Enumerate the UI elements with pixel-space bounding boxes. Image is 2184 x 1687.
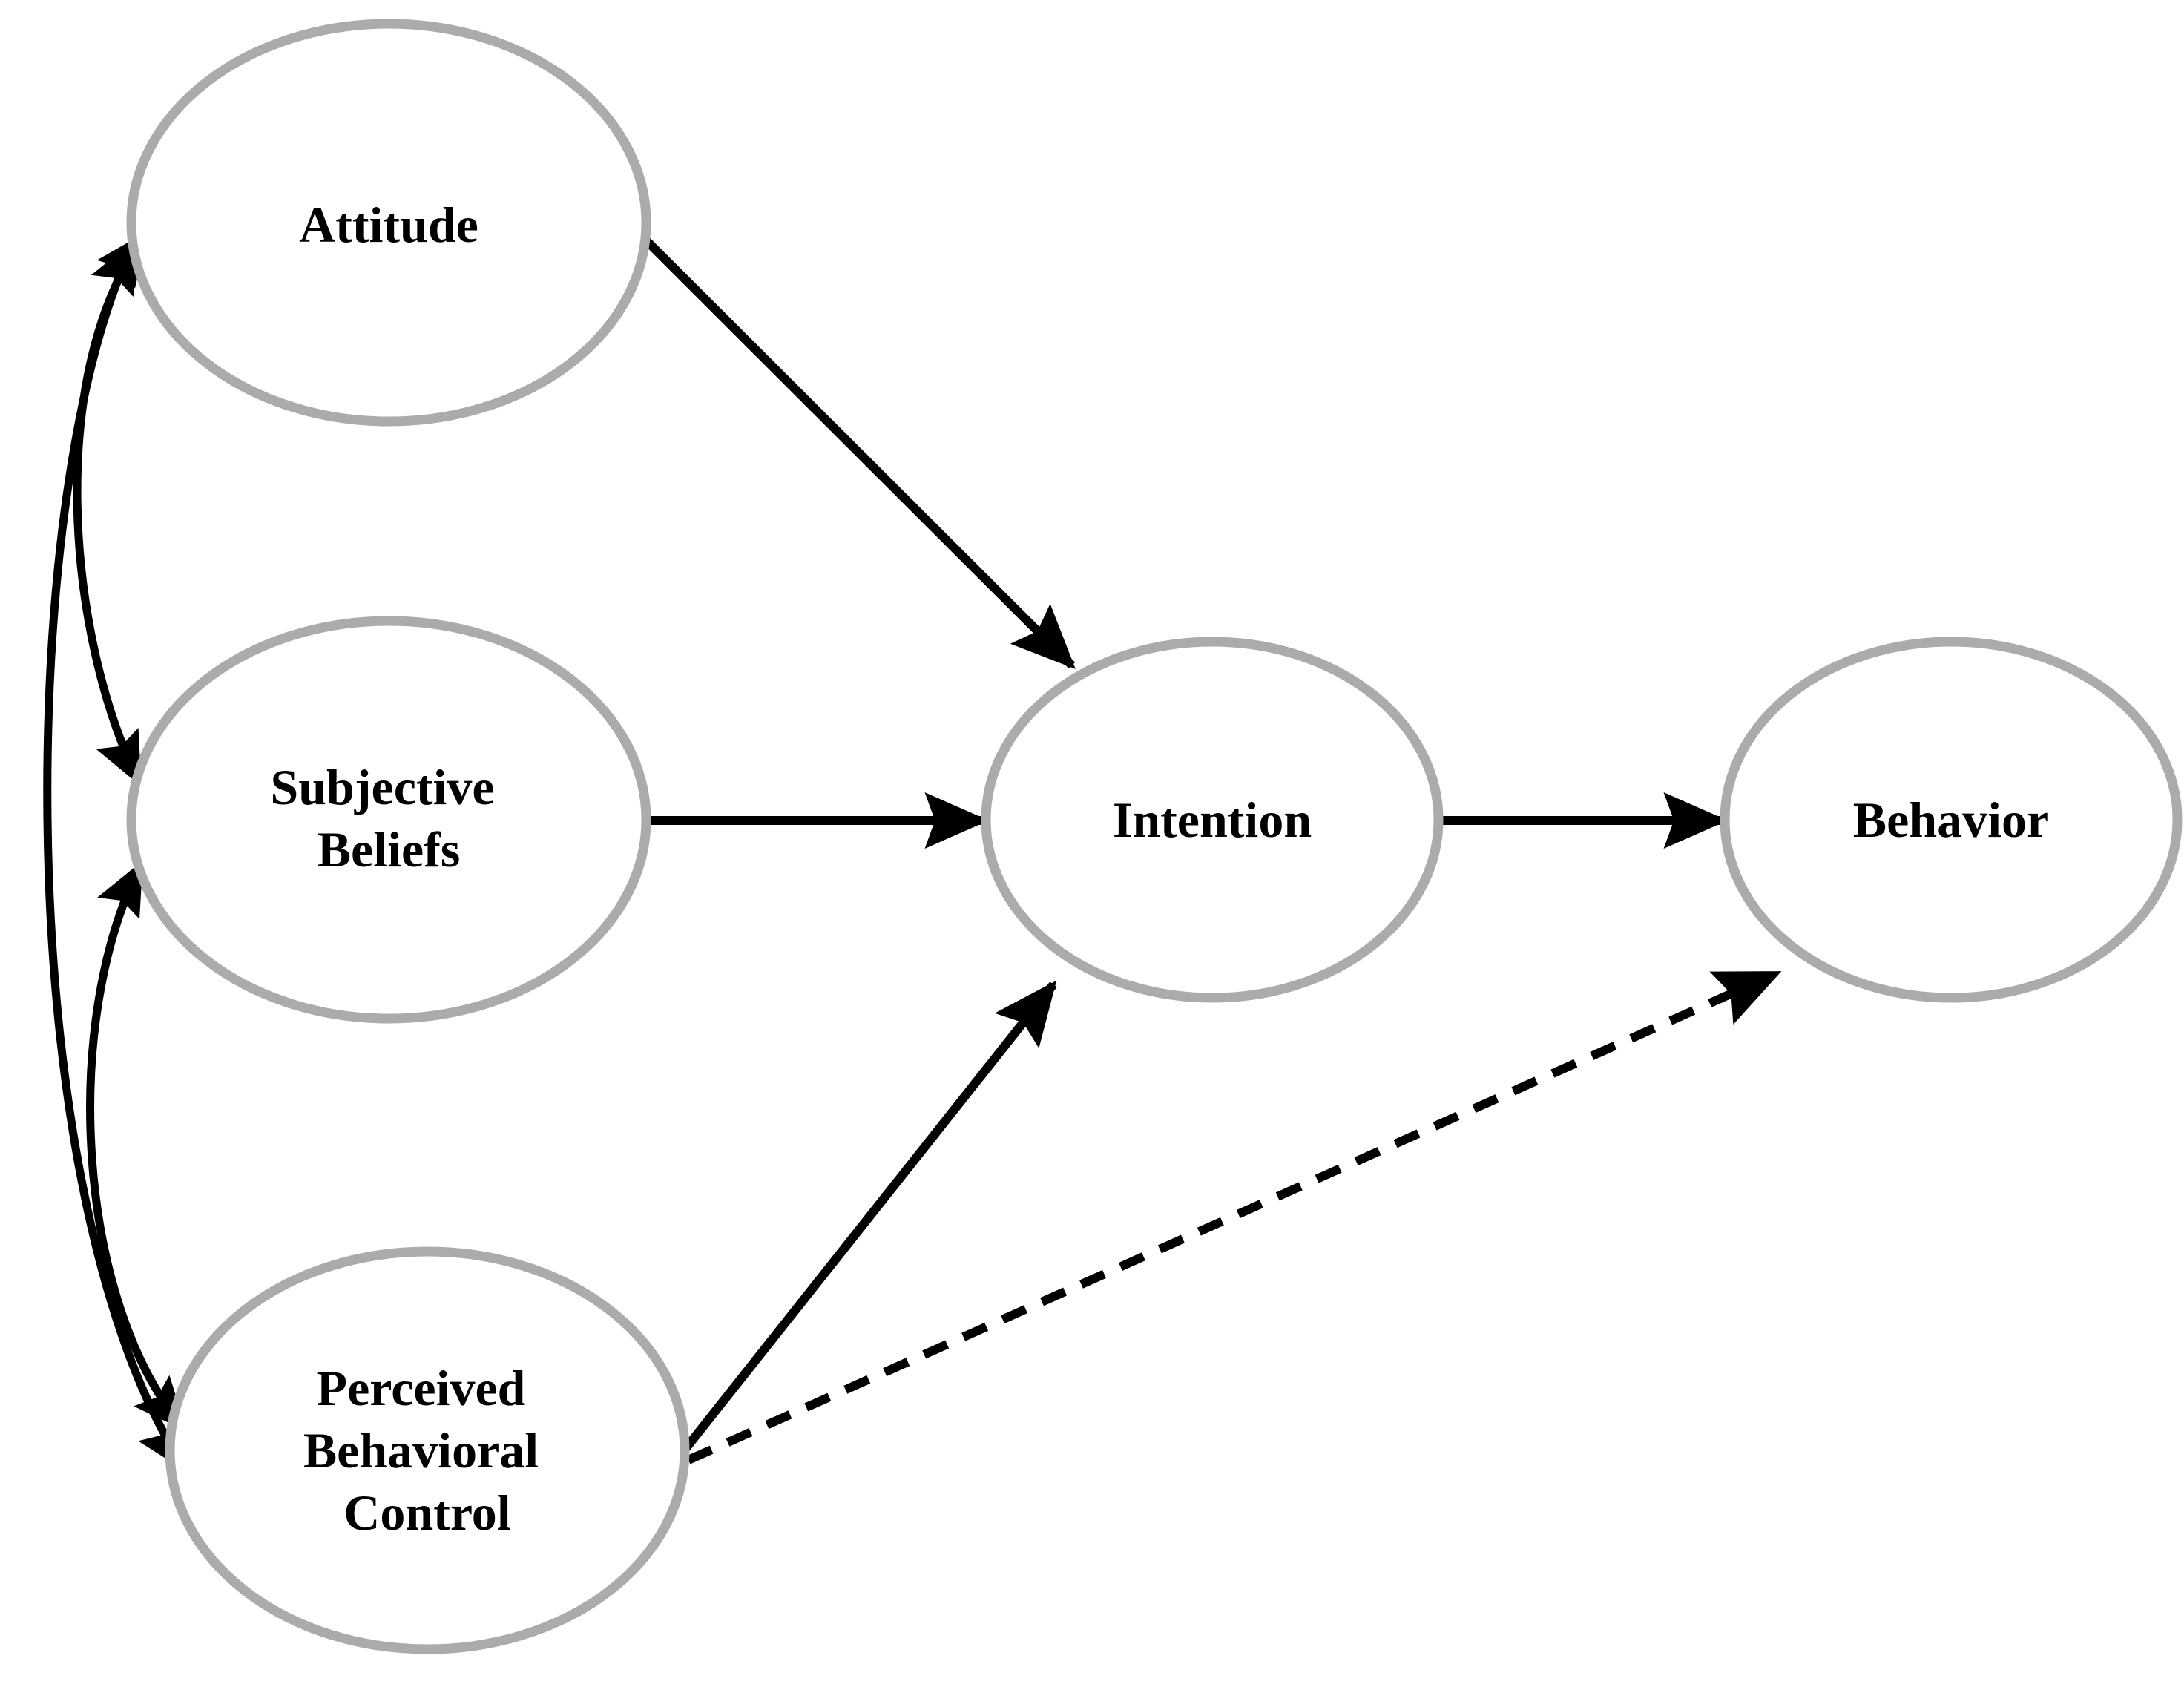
edge-attitude-pbc-correlation[interactable] [43,237,189,1473]
edge-pbc-to-behavior[interactable] [686,969,1782,1464]
node-intention-ellipse [981,637,1444,1003]
edge-pbc-to-intention[interactable] [679,980,1057,1456]
edge-attitude-subjective-beliefs-correlation[interactable] [73,231,149,787]
node-perceived-behavioral-control-label: Perceived Behavioral Control [303,1360,551,1541]
node-behavior-label: Behavior [1853,792,2049,848]
node-intention-label: Intention [1113,792,1312,848]
node-subjective-beliefs-label: Subjective Beliefs [270,759,507,878]
edges-layer: Behavior --> [43,223,1782,1473]
correlation-curve-attitude-subjective-beliefs [73,231,149,787]
correlation-curve-subjective-beliefs-pbc [86,860,188,1432]
node-intention[interactable]: Intention [981,637,1444,1003]
node-attitude-label: Attitude [299,197,478,253]
nodes-layer: Attitude Subjective Beliefs Perceived Be… [126,19,2183,1654]
node-subjective-beliefs-ellipse [126,616,651,1024]
edge-subjective-beliefs-pbc-correlation[interactable] [86,860,188,1432]
node-behavior-ellipse [1720,637,2183,1003]
arrow-pbc-to-intention [679,980,1057,1456]
node-attitude[interactable]: Attitude [126,19,651,427]
node-perceived-behavioral-control-ellipse [165,1246,690,1654]
node-attitude-ellipse [126,19,651,427]
node-behavior[interactable]: Behavior [1720,637,2183,1003]
edge-attitude-to-intention[interactable] [628,223,1076,669]
node-perceived-behavioral-control[interactable]: Perceived Behavioral Control [165,1246,690,1654]
dashed-arrow-pbc-to-behavior [686,969,1782,1464]
correlation-curve-attitude-pbc [43,237,189,1473]
node-subjective-beliefs[interactable]: Subjective Beliefs [126,616,651,1024]
arrow-attitude-to-intention [628,223,1076,669]
